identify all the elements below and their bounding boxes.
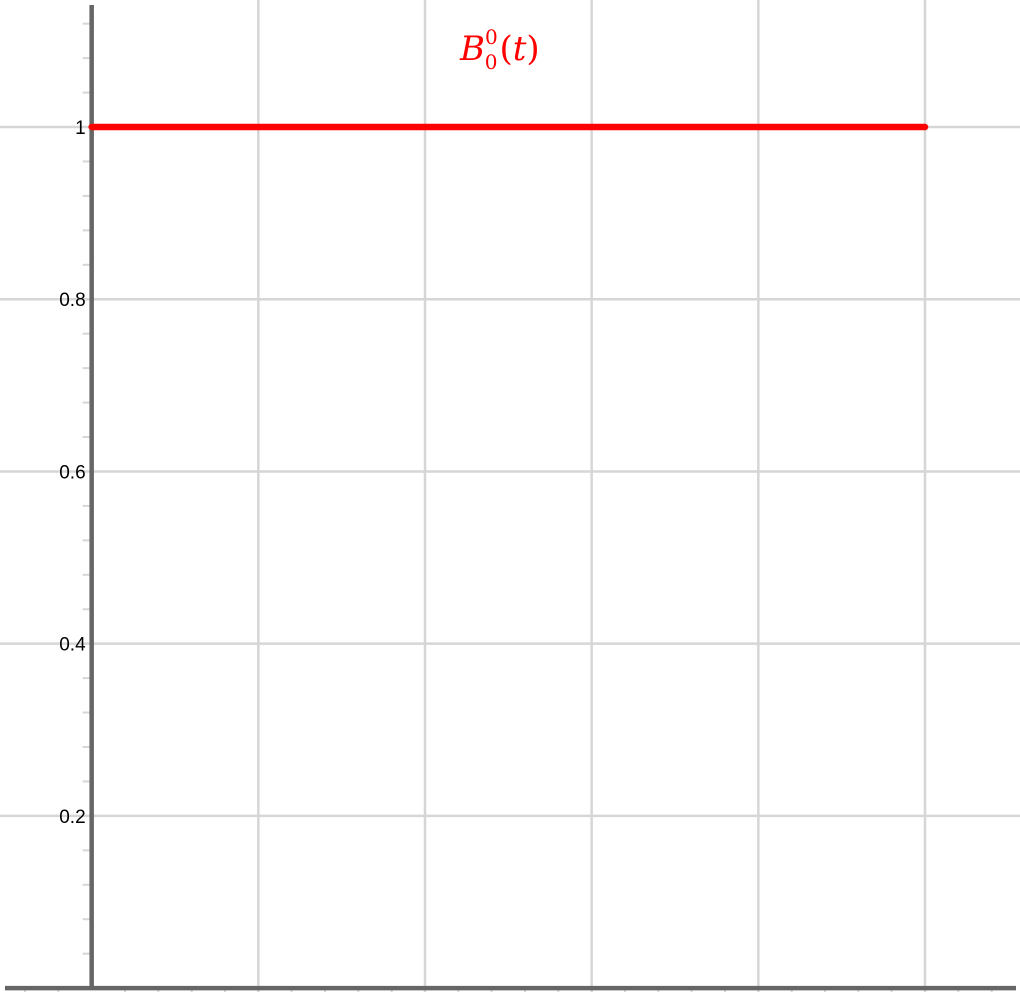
y-tick-label: 0.2 — [59, 807, 85, 828]
y-tick-label: 0.6 — [59, 462, 85, 483]
minor-ticks — [24, 22, 993, 992]
title-superscript: 0 — [485, 25, 498, 49]
y-tick-label: 0.4 — [59, 635, 86, 656]
tick-labels: 0.20.40.60.810.20.40.60.81 — [59, 118, 86, 828]
title-close-paren: ) — [526, 29, 539, 69]
y-tick-label: 1 — [75, 118, 86, 139]
title-variable: t — [513, 29, 527, 69]
title-open-paren: ( — [499, 29, 512, 69]
y-tick-label: 0.8 — [59, 290, 85, 311]
axes — [5, 5, 1016, 991]
title-base: B — [459, 29, 485, 69]
title-subscript: 0 — [485, 50, 498, 74]
